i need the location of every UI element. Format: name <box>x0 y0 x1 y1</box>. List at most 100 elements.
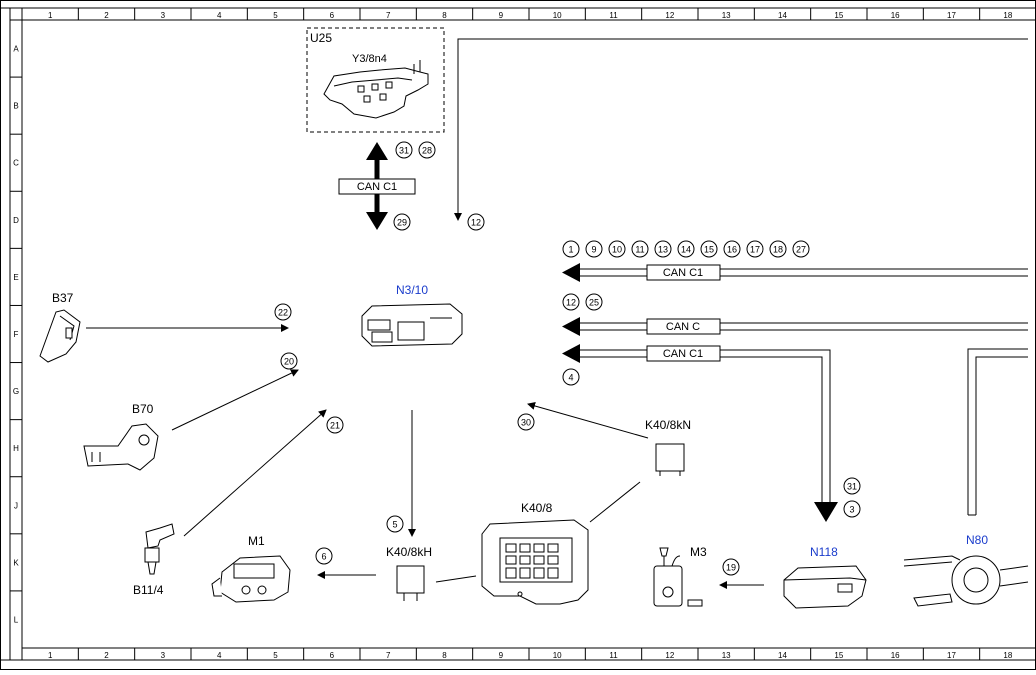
grid-col-label-top: 11 <box>609 11 618 20</box>
signal-badge-number: 6 <box>321 552 326 562</box>
signal-badge: 6 <box>315 547 333 565</box>
signal-badge-number: 12 <box>471 218 481 228</box>
grid-col-label-top: 7 <box>386 11 391 20</box>
can-c-f-label: CAN C <box>666 321 700 333</box>
grid-col-label-bottom: 9 <box>499 651 504 660</box>
signal-badge-number: 25 <box>589 298 599 308</box>
grid-row-label: F <box>14 330 19 339</box>
fuel-pump-control-n118-icon <box>783 565 867 609</box>
grid-col-label-top: 4 <box>217 11 222 20</box>
u25-dashed-box <box>306 27 445 133</box>
grid-row-label: L <box>14 615 19 624</box>
fuel-pump-m3-icon <box>653 547 703 607</box>
signal-badge-number: 31 <box>399 146 409 156</box>
n118-label: N118 <box>810 545 838 559</box>
grid-col-label-top: 3 <box>161 11 166 20</box>
grid-row-label: B <box>13 102 18 111</box>
grid-col-label-bottom: 15 <box>834 651 843 660</box>
grid-col-label-bottom: 6 <box>330 651 335 660</box>
grid-row-label: G <box>13 387 19 396</box>
steering-column-module-n80-icon <box>903 555 1029 607</box>
signal-badge: 20 <box>280 352 298 370</box>
signal-badge-number: 31 <box>847 482 857 492</box>
signal-badge: 31 <box>395 141 413 159</box>
grid-col-label-top: 1 <box>48 11 53 20</box>
signal-badge-number: 16 <box>727 245 737 255</box>
signal-badge: 10 <box>608 240 626 258</box>
signal-badge: 12 <box>467 213 485 231</box>
grid-col-label-top: 5 <box>273 11 278 20</box>
grid-col-label-bottom: 4 <box>217 651 222 660</box>
u25-label: U25 <box>310 31 332 45</box>
grid-col-label-bottom: 12 <box>665 651 674 660</box>
signal-badge-number: 28 <box>422 146 432 156</box>
signal-badge-number: 30 <box>521 418 531 428</box>
bus-can-c-f <box>562 317 1028 336</box>
signal-badge: 18 <box>769 240 787 258</box>
signal-badge: 22 <box>274 303 292 321</box>
m3-label: M3 <box>690 545 707 559</box>
signal-badge: 25 <box>585 293 603 311</box>
can-c1-top-box <box>338 178 416 195</box>
signal-badge: 13 <box>654 240 672 258</box>
signal-badge-number: 13 <box>658 245 668 255</box>
signal-badge: 14 <box>677 240 695 258</box>
crank-sensor-b70-icon <box>83 423 159 471</box>
k40-8-label: K40/8 <box>521 501 553 515</box>
b11-4-label: B11/4 <box>133 583 164 597</box>
valve-body-icon <box>323 60 429 119</box>
signal-badge: 28 <box>418 141 436 159</box>
grid-col-label-top: 18 <box>1003 11 1012 20</box>
grid-col-label-bottom: 16 <box>891 651 900 660</box>
grid-col-label-bottom: 10 <box>553 651 562 660</box>
signal-badge-number: 19 <box>726 563 736 573</box>
signal-badge: 15 <box>700 240 718 258</box>
grid-col-label-top: 10 <box>553 11 562 20</box>
grid-col-label-top: 13 <box>722 11 731 20</box>
grid-col-label-top: 8 <box>442 11 447 20</box>
grid-row-label: H <box>13 444 19 453</box>
b70-label: B70 <box>132 402 154 416</box>
grid-col-label-bottom: 5 <box>273 651 278 660</box>
grid-col-label-bottom: 7 <box>386 651 391 660</box>
grid-col-label-top: 14 <box>778 11 787 20</box>
pedal-sensor-b37-icon <box>39 309 81 363</box>
grid-col-label-top: 6 <box>330 11 335 20</box>
can-c1-e-label: CAN C1 <box>663 267 703 279</box>
signal-badge: 29 <box>393 213 411 231</box>
grid-col-label-bottom: 17 <box>947 651 956 660</box>
relay-k40-8kn-icon <box>655 443 685 472</box>
can-c1-g-label: CAN C1 <box>663 348 703 360</box>
k40-8kn-label: K40/8kN <box>645 418 691 432</box>
k40-8kh-label: K40/8kH <box>386 545 432 559</box>
signal-badge-number: 1 <box>568 245 573 255</box>
m1-label: M1 <box>248 534 265 548</box>
signal-badge-number: 27 <box>796 245 806 255</box>
signal-12-line <box>454 38 1028 221</box>
signal-badge-number: 5 <box>392 520 397 530</box>
signal-badge: 30 <box>517 413 535 431</box>
signal-badge: 12 <box>562 293 580 311</box>
temp-sensor-b11-4-icon <box>144 523 175 575</box>
signal-badge-number: 18 <box>773 245 783 255</box>
grid-col-label-top: 16 <box>891 11 900 20</box>
grid-col-label-bottom: 14 <box>778 651 787 660</box>
grid-col-label-bottom: 1 <box>48 651 53 660</box>
signal-badge-number: 22 <box>278 308 288 318</box>
signal-badge-number: 15 <box>704 245 714 255</box>
grid-col-label-bottom: 3 <box>161 651 166 660</box>
fuse-box-k40-8-icon <box>481 519 589 605</box>
signal-badge-number: 3 <box>849 505 854 515</box>
y3-8n4-label: Y3/8n4 <box>352 53 387 65</box>
signal-badge: 19 <box>722 558 740 576</box>
bus-can-c1-e <box>562 263 1028 282</box>
signal-badge-number: 20 <box>284 357 294 367</box>
signal-badge-number: 14 <box>681 245 691 255</box>
n80-label: N80 <box>966 533 988 547</box>
grid-col-label-bottom: 2 <box>104 651 109 660</box>
grid-row-label: D <box>13 216 19 225</box>
